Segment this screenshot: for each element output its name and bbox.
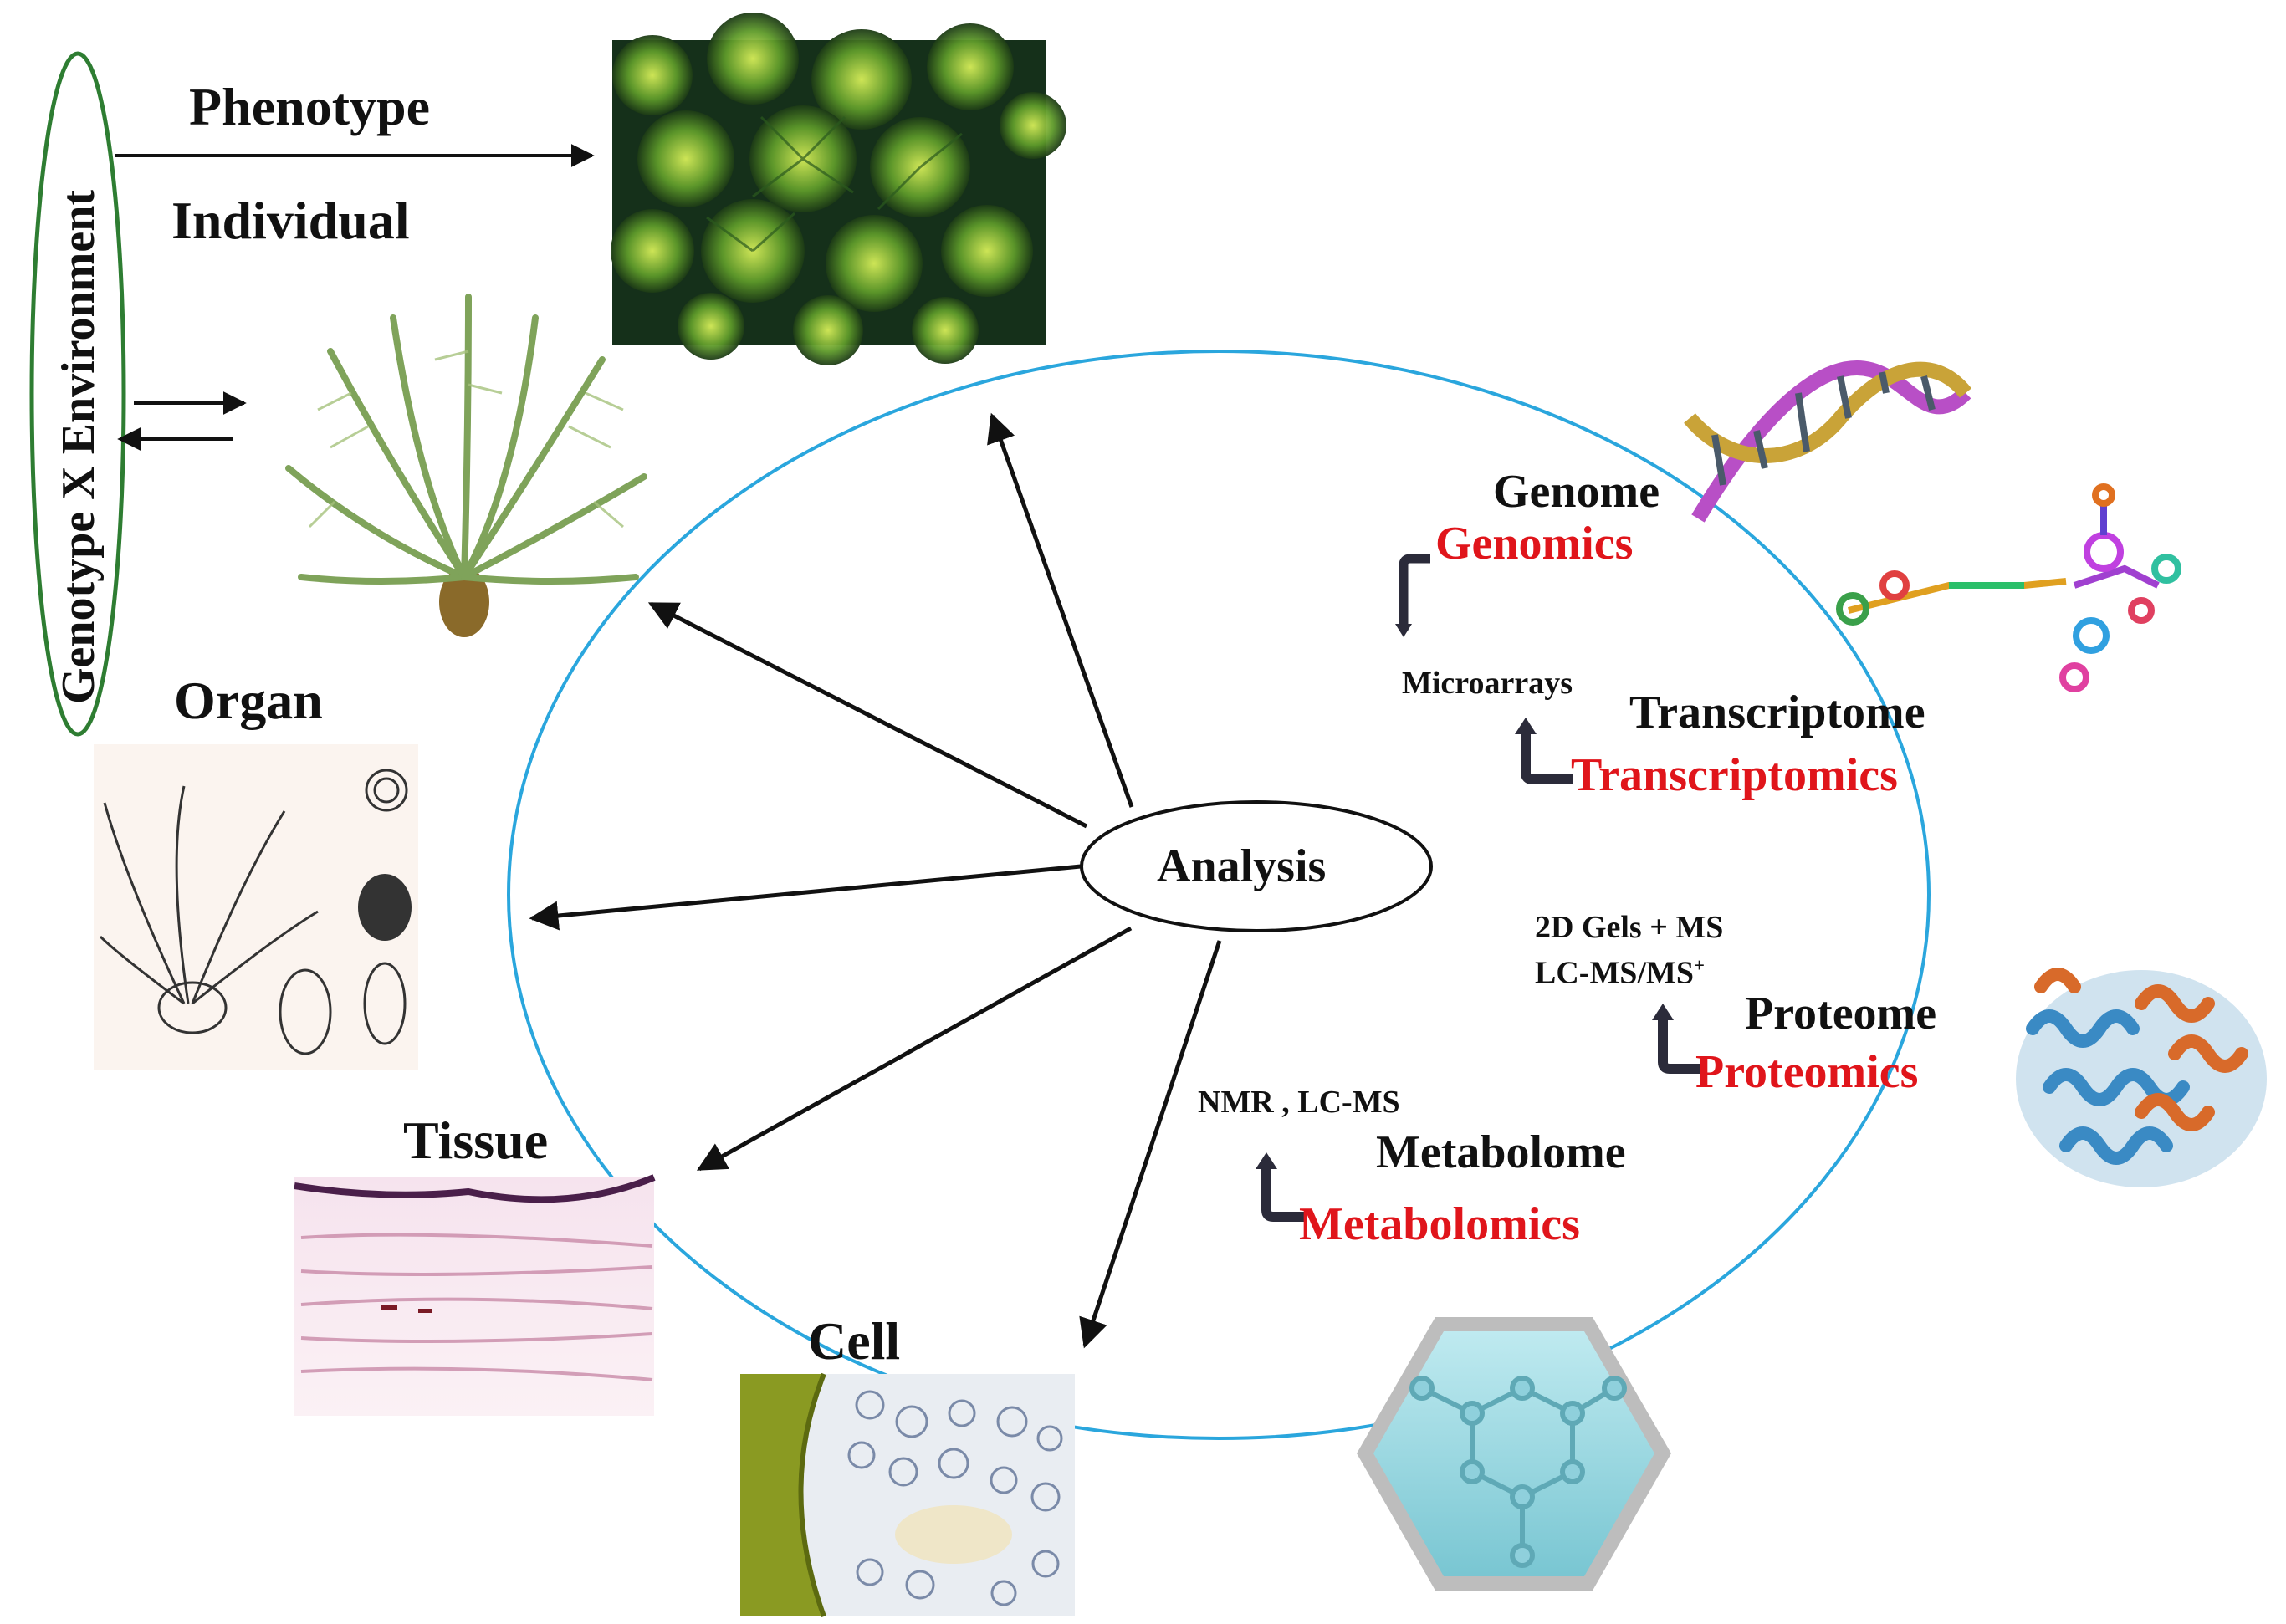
gels-ms-label: 2D Gels + MS bbox=[1535, 910, 1724, 945]
genomics-label: Genomics bbox=[1435, 518, 1634, 569]
proteomics-label: Proteomics bbox=[1695, 1046, 1919, 1098]
phenotype-label: Phenotype bbox=[189, 77, 430, 136]
genomics-arrow-head bbox=[1395, 624, 1412, 637]
genotype-ellipse bbox=[29, 51, 126, 737]
metabolomics-arrow bbox=[1261, 1167, 1305, 1222]
organ-drawing-image bbox=[94, 744, 418, 1070]
transcriptomics-arrow-head bbox=[1515, 718, 1537, 734]
palm-plantation-image bbox=[611, 13, 1066, 365]
cell-micrograph-image bbox=[740, 1372, 1075, 1618]
individual-label: Individual bbox=[171, 191, 410, 250]
metabolome-label: Metabolome bbox=[1376, 1126, 1626, 1178]
nmr-lcms-label: NMR , LC-MS bbox=[1198, 1085, 1400, 1120]
analysis-ellipse bbox=[1080, 800, 1433, 932]
arrow-to-phenotype bbox=[987, 412, 1134, 808]
omics-ellipse bbox=[507, 350, 1931, 1440]
proteomics-arrow bbox=[1658, 1019, 1700, 1074]
arrow-to-cell bbox=[1079, 940, 1222, 1349]
molecule-hexagon-image bbox=[1357, 1317, 1671, 1591]
proteomics-arrow-head bbox=[1652, 1004, 1674, 1020]
lcms-label: LC-MS/MS+ bbox=[1535, 955, 1705, 991]
metabolomics-label: Metabolomics bbox=[1299, 1198, 1580, 1250]
transcriptome-label: Transcriptome bbox=[1629, 687, 1925, 738]
microarrays-label: Microarrays bbox=[1402, 666, 1573, 701]
rna-structure-image bbox=[1836, 483, 2181, 692]
arrow-to-individual bbox=[647, 601, 1088, 829]
dna-helix-image bbox=[1684, 360, 1972, 523]
transcriptomics-arrow bbox=[1521, 733, 1573, 784]
metabolomics-arrow-head bbox=[1256, 1152, 1277, 1169]
arrow-to-tissue bbox=[696, 926, 1133, 1172]
genotype-environment-label: Genotype X Environment bbox=[53, 190, 105, 704]
proteome-label: Proteome bbox=[1745, 988, 1937, 1039]
protein-structure-image bbox=[2016, 968, 2267, 1187]
transcriptomics-label: Transcriptomics bbox=[1571, 749, 1898, 801]
genome-label: Genome bbox=[1493, 466, 1660, 518]
tissue-micrograph-image bbox=[294, 1174, 656, 1416]
organ-label: Organ bbox=[174, 671, 323, 730]
palm-tree-image bbox=[285, 294, 647, 637]
tissue-label: Tissue bbox=[403, 1111, 549, 1170]
cell-label: Cell bbox=[808, 1311, 901, 1371]
genomics-arrow bbox=[1399, 554, 1430, 631]
analysis-label: Analysis bbox=[1157, 840, 1327, 892]
arrow-to-organ bbox=[529, 864, 1082, 931]
